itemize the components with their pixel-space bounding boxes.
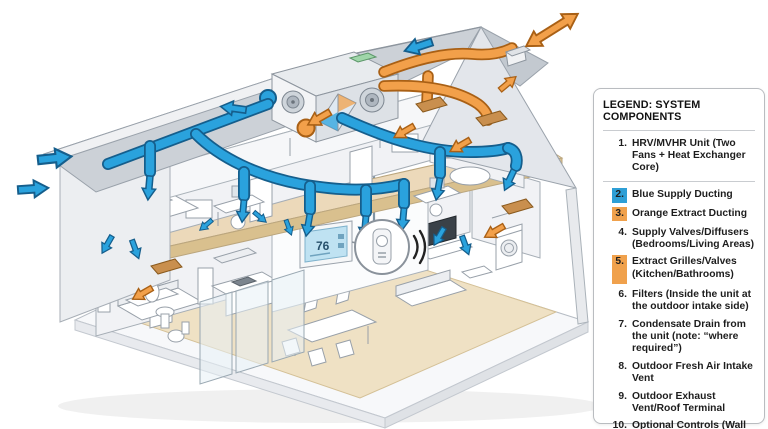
legend-item-text: Blue Supply Ducting xyxy=(632,189,733,201)
legend-item-2: 2. Blue Supply Ducting xyxy=(603,188,755,203)
legend-item-3: 3. Orange Extract Ducting xyxy=(603,207,755,222)
fan xyxy=(359,87,385,113)
legend-item-text: HRV/MVHR Unit (Two Fans + Heat Exchanger… xyxy=(632,138,746,174)
legend-item-number: 6. xyxy=(618,289,627,301)
legend-item-text: Filters (Inside the unit at the outdoor … xyxy=(632,289,751,313)
legend-panel: LEGEND: SYSTEM COMPONENTS 1. HRV/MVHR Un… xyxy=(593,88,765,429)
legend-item-text: Outdoor Fresh Air Intake Vent xyxy=(632,360,753,384)
roof-exhaust-terminal xyxy=(504,45,532,67)
legend-item-number: 10. xyxy=(612,420,627,429)
chair xyxy=(307,347,327,367)
legend-item-9: 9. Outdoor Exhaust Vent/Roof Terminal xyxy=(603,391,755,415)
hrv-unit xyxy=(259,51,400,156)
legend-item-number: 8. xyxy=(618,360,627,372)
upper-cabinet xyxy=(212,247,258,264)
legend-divider xyxy=(603,130,755,131)
glass-doors xyxy=(199,269,305,385)
bathtub xyxy=(449,166,491,186)
washing-machine xyxy=(495,223,523,271)
legend-item-7: 7. Condensate Drain from the unit (note:… xyxy=(603,319,755,355)
extract-duct-network xyxy=(150,42,534,275)
filter xyxy=(348,52,378,63)
extract-grille xyxy=(501,198,534,215)
house-cutaway-illustration: 76 xyxy=(16,5,600,429)
legend-item-text: Optional Controls (Wall Controller + Hum… xyxy=(632,420,747,429)
right-exterior-wall xyxy=(565,187,589,325)
legend-item-text: Supply Valves/Diffusers (Bedrooms/Living… xyxy=(632,226,755,250)
legend-item-number: 3. xyxy=(612,207,627,222)
legend-item-10: 10. Optional Controls (Wall Controller +… xyxy=(603,420,755,429)
legend-item-4: 4. Supply Valves/Diffusers (Bedrooms/Liv… xyxy=(603,227,755,251)
armchair xyxy=(460,265,494,279)
legend-item-number: 1. xyxy=(618,138,627,149)
extract-grille xyxy=(150,258,183,275)
intake-arrow xyxy=(16,178,50,200)
office-chair xyxy=(429,203,443,217)
legend-item-number: 7. xyxy=(618,318,627,330)
legend-items: 1. HRV/MVHR Unit (Two Fans + Heat Exchan… xyxy=(603,138,755,429)
extract-grille xyxy=(415,96,448,113)
signal-waves-icon xyxy=(412,229,427,265)
legend-item-6: 6. Filters (Inside the unit at the outdo… xyxy=(603,289,755,313)
legend-title: LEGEND: SYSTEM COMPONENTS xyxy=(603,99,701,123)
bathroom2 xyxy=(144,281,190,343)
wall-controller: 76 xyxy=(299,220,353,269)
legend-item-number: 2. xyxy=(612,188,627,203)
toilet xyxy=(167,321,190,343)
legend-divider xyxy=(603,181,755,183)
legend-item-8: 8. Outdoor Fresh Air Intake Vent xyxy=(603,361,755,385)
humidity-co2-sensor xyxy=(372,228,392,265)
legend-item-5: 5. Extract Grilles/Valves (Kitchen/Bathr… xyxy=(603,255,755,284)
roof-exhaust-arrow xyxy=(520,5,584,55)
legend-item-number: 5. xyxy=(612,255,627,284)
stove xyxy=(230,276,258,287)
legend-item-number: 4. xyxy=(618,226,627,238)
legend-item-text: Orange Extract Ducting xyxy=(632,208,748,220)
controller-reading: 76 xyxy=(316,239,330,253)
controller-screen xyxy=(304,225,348,263)
legend-item-text: Condensate Drain from the unit (note: “w… xyxy=(632,318,746,355)
legend-item-text: Outdoor Exhaust Vent/Roof Terminal xyxy=(632,390,726,414)
living-room xyxy=(394,215,494,307)
sensor-callout xyxy=(351,219,427,275)
legend-item-text: Extract Grilles/Valves (Kitchen/Bathroom… xyxy=(632,256,737,280)
fan xyxy=(281,90,305,114)
extract-grille xyxy=(475,110,508,127)
legend-item-1: 1. HRV/MVHR Unit (Two Fans + Heat Exchan… xyxy=(603,138,755,174)
legend-item-number: 9. xyxy=(618,390,627,402)
pedestal-sink xyxy=(155,306,175,329)
chair xyxy=(335,339,355,359)
